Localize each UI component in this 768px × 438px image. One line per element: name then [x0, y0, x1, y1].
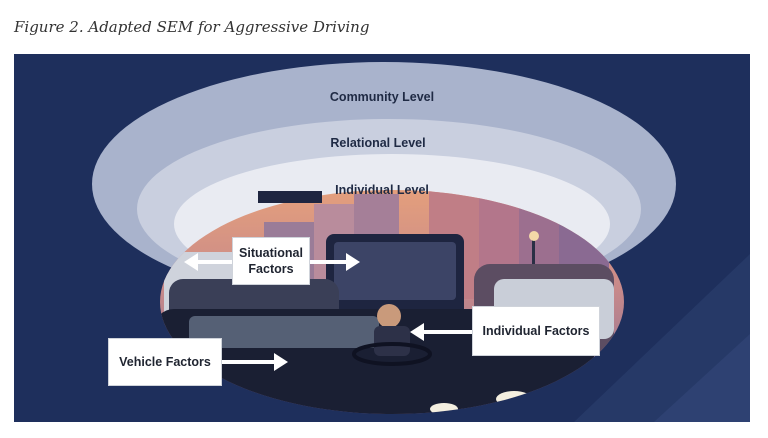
situational-factors-line2: Factors: [248, 262, 294, 276]
relational-level-label: Relational Level: [330, 136, 426, 150]
background-accent-2: [654, 334, 750, 422]
vehicle-factors-text: Vehicle Factors: [119, 355, 211, 369]
vehicle-factors-arrow: [220, 353, 288, 371]
vehicle-factors-box: Vehicle Factors: [108, 338, 222, 386]
situational-arrows: [184, 253, 360, 271]
sem-diagram-panel: Community Level Relational Level Individ…: [14, 54, 750, 422]
situational-factors-line1: Situational: [239, 246, 303, 260]
individual-factors-text: Individual Factors: [482, 324, 590, 338]
individual-level-label: Individual Level: [335, 183, 429, 197]
sign-bar: [258, 191, 322, 203]
figure-caption: Figure 2. Adapted SEM for Aggressive Dri…: [14, 18, 370, 36]
individual-factors-box: Individual Factors: [472, 306, 600, 356]
situational-factors-box: Situational Factors: [232, 237, 310, 285]
community-level-label: Community Level: [329, 90, 435, 104]
